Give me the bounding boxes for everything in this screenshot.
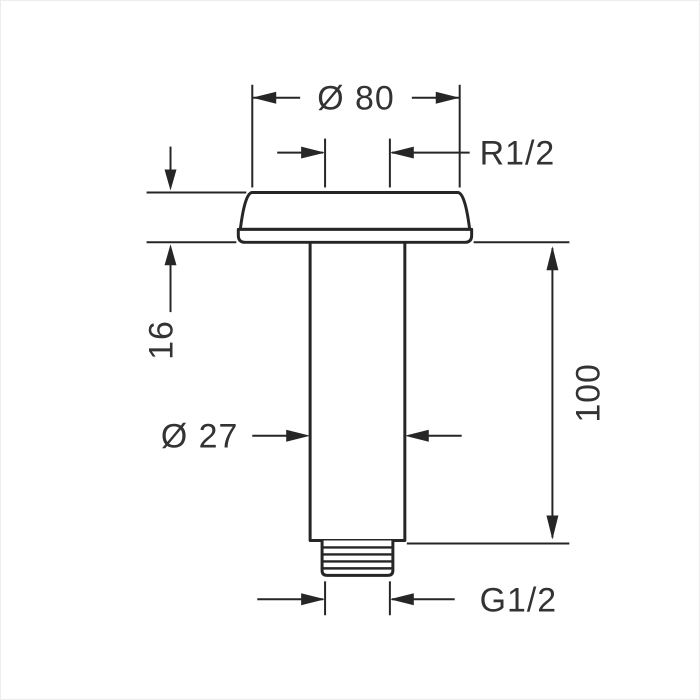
label-top-diameter: Ø 80: [317, 80, 394, 118]
arrowhead-down: [546, 515, 559, 540]
arrowhead-left: [404, 429, 429, 442]
arrowhead-right: [301, 146, 326, 159]
bottom-thread-body: [320, 540, 395, 577]
arrowhead-down: [164, 169, 177, 191]
label-flange-height: 16: [143, 320, 181, 360]
label-pipe-diameter: Ø 27: [161, 418, 238, 456]
arrowhead-right: [286, 429, 311, 442]
dimension-pipe-diameter: Ø 27: [161, 418, 462, 456]
dimension-top-diameter: Ø 80: [251, 80, 461, 188]
arrowhead-right: [301, 593, 326, 606]
arrowhead-right: [435, 91, 460, 104]
dimension-top-thread: R1/2: [277, 135, 556, 188]
arrowhead-left: [389, 593, 414, 606]
arrowhead-left: [252, 91, 277, 104]
arrowhead-up: [546, 246, 559, 271]
label-arm-length: 100: [569, 363, 607, 423]
bottom-thread-ridges: [322, 546, 393, 570]
pipe-body: [308, 242, 407, 542]
label-top-thread: R1/2: [480, 135, 556, 173]
arrowhead-left: [389, 146, 414, 159]
flange-dish: [238, 190, 472, 231]
flange-rim: [236, 227, 474, 244]
dimension-bottom-thread: G1/2: [257, 581, 557, 619]
arrowhead-up: [164, 244, 177, 266]
dimension-flange-height: 16: [143, 146, 247, 360]
ceiling-connector-outline: [236, 190, 474, 577]
dimension-arm-length: 100: [406, 241, 607, 545]
label-bottom-thread: G1/2: [480, 581, 557, 619]
